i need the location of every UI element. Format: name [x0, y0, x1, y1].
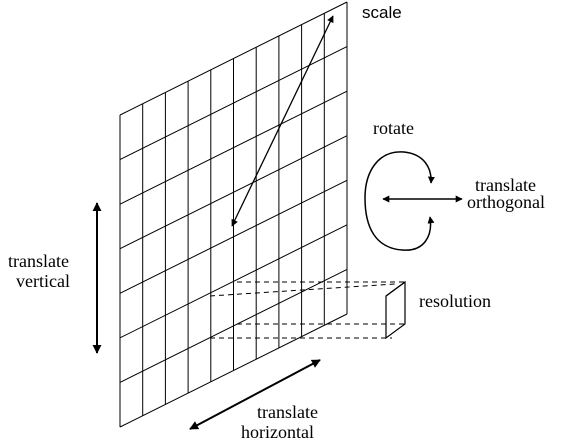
- rotate-label: rotate: [373, 118, 414, 138]
- translate-orthogonal-label-line1: translate: [475, 175, 536, 195]
- grid-horizontal-line: [119, 224, 348, 339]
- rotate-arrow: [364, 151, 435, 251]
- resolution-label: resolution: [419, 291, 491, 311]
- translate-horizontal-label-line2: horizontal: [241, 422, 314, 442]
- scale-label: scale: [362, 3, 402, 22]
- translate-horizontal-label-line1: translate: [257, 402, 318, 422]
- translate-vertical-label-line1: translate: [8, 251, 69, 271]
- scale-arrow: [231, 15, 334, 227]
- translate-vertical-label-line2: vertical: [16, 271, 70, 291]
- resolution-box: [209, 280, 406, 340]
- translate-horizontal-arrow: [189, 359, 321, 430]
- translate-orthogonal-label-line2: orthogonal: [467, 192, 545, 212]
- grid-horizontal-line: [119, 268, 348, 383]
